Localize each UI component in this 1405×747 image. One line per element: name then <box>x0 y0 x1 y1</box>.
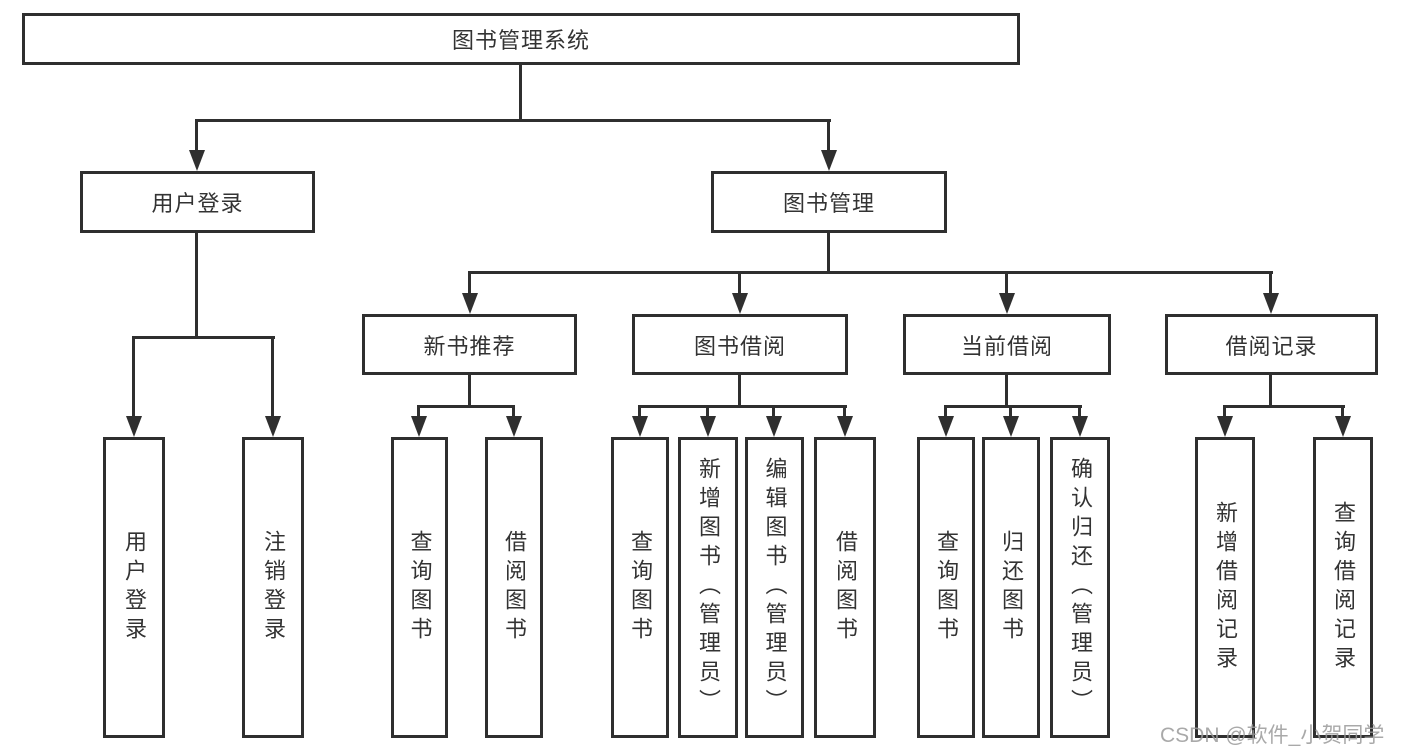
leaf-borrow-query-books-label: 查询图书 <box>628 529 653 646</box>
connector-borrow-record-stem <box>1269 374 1272 408</box>
node-new-book-recommend: 新书推荐 <box>362 314 577 375</box>
arrow-to-br-query <box>1335 416 1351 437</box>
arrow-to-book-management <box>821 150 837 171</box>
node-book-management-label: 图书管理 <box>782 191 875 216</box>
node-current-borrow: 当前借阅 <box>903 314 1111 375</box>
connector-book-management-stem <box>827 232 830 274</box>
node-user-login-label: 用户登录 <box>151 191 244 216</box>
leaf-newbook-borrow-books-label: 借阅图书 <box>502 529 527 646</box>
csdn-watermark: CSDN @软件_小贺同学 <box>1160 724 1385 747</box>
arrow-to-cb-confirm <box>1072 416 1088 437</box>
arrow-to-bb-query <box>632 416 648 437</box>
connector-root-stem <box>519 64 522 120</box>
leaf-current-confirm-return-admin: 确认归还（管理员） <box>1050 437 1110 738</box>
leaf-record-add-borrow-record: 新增借阅记录 <box>1195 437 1255 738</box>
connector-user-login-bar <box>132 336 275 339</box>
leaf-current-query-books-label: 查询图书 <box>934 529 959 646</box>
leaf-newbook-query-books-label: 查询图书 <box>407 529 433 646</box>
leaf-current-confirm-return-admin-label: 确认归还（管理员） <box>1068 457 1093 718</box>
node-book-borrow: 图书借阅 <box>632 314 848 375</box>
node-borrow-record: 借阅记录 <box>1165 314 1378 375</box>
connector-drop-br-add <box>1223 405 1226 420</box>
arrow-to-user-login <box>189 150 205 171</box>
leaf-logout-label: 注销登录 <box>261 529 286 646</box>
connector-borrow-record-bar <box>1223 405 1345 408</box>
arrow-to-leaf-logout <box>265 416 281 437</box>
leaf-record-query-borrow-record: 查询借阅记录 <box>1313 437 1373 738</box>
connector-drop-cb-return <box>1009 405 1012 420</box>
connector-book-borrow-stem <box>738 374 741 408</box>
connector-drop-current-borrow <box>1005 271 1008 296</box>
leaf-borrow-add-books-admin: 新增图书（管理员） <box>678 437 738 738</box>
connector-current-borrow-stem <box>1005 374 1008 408</box>
leaf-borrow-borrow-books-label: 借阅图书 <box>833 529 858 646</box>
connector-drop-cb-confirm <box>1078 405 1081 420</box>
connector-drop-new-book-recommend <box>468 271 471 296</box>
connector-new-book-bar <box>417 405 515 408</box>
connector-book-borrow-bar <box>638 405 847 408</box>
connector-user-login-stem <box>195 232 198 339</box>
leaf-borrow-borrow-books: 借阅图书 <box>814 437 876 738</box>
arrow-to-borrow-record <box>1263 293 1279 314</box>
connector-new-book-stem <box>468 374 471 408</box>
leaf-newbook-borrow-books: 借阅图书 <box>485 437 543 738</box>
node-root-label: 图书管理系统 <box>451 28 590 53</box>
arrow-to-book-borrow <box>732 293 748 314</box>
node-book-borrow-label: 图书借阅 <box>693 333 786 359</box>
connector-drop-br-query <box>1341 405 1344 420</box>
leaf-current-return-books-label: 归还图书 <box>999 529 1024 646</box>
arrow-to-cb-return <box>1003 416 1019 437</box>
node-current-borrow-label: 当前借阅 <box>960 333 1053 359</box>
leaf-logout: 注销登录 <box>242 437 304 738</box>
connector-drop-cb-query <box>944 405 947 420</box>
arrow-to-new-book-recommend <box>462 293 478 314</box>
connector-drop-bb-add <box>706 405 709 420</box>
connector-current-borrow-bar <box>944 405 1082 408</box>
connector-drop-book-borrow <box>738 271 741 296</box>
connector-drop-user-login <box>195 119 198 153</box>
arrow-to-nb-query <box>411 416 427 437</box>
connector-drop-bb-query <box>638 405 641 420</box>
arrow-to-nb-borrow <box>506 416 522 437</box>
connector-drop-borrow-record <box>1269 271 1272 296</box>
connector-drop-leaf-user-login <box>132 336 135 420</box>
leaf-current-return-books: 归还图书 <box>982 437 1040 738</box>
leaf-user-login: 用户登录 <box>103 437 165 738</box>
connector-root-bar <box>195 119 831 122</box>
leaf-borrow-query-books: 查询图书 <box>611 437 669 738</box>
arrow-to-bb-add <box>700 416 716 437</box>
connector-drop-bb-edit <box>772 405 775 420</box>
leaf-newbook-query-books: 查询图书 <box>391 437 448 738</box>
node-root: 图书管理系统 <box>22 13 1020 65</box>
leaf-borrow-edit-books-admin: 编辑图书（管理员） <box>745 437 804 738</box>
leaf-borrow-edit-books-admin-label: 编辑图书（管理员） <box>762 457 788 718</box>
connector-drop-nb-query <box>417 405 420 420</box>
leaf-user-login-label: 用户登录 <box>122 529 147 646</box>
node-user-login: 用户登录 <box>80 171 315 233</box>
arrow-to-leaf-user-login <box>126 416 142 437</box>
arrow-to-cb-query <box>938 416 954 437</box>
connector-drop-nb-borrow <box>512 405 515 420</box>
connector-drop-book-management <box>827 119 830 153</box>
connector-drop-leaf-logout <box>271 336 274 420</box>
node-new-book-recommend-label: 新书推荐 <box>423 333 516 359</box>
arrow-to-bb-edit <box>766 416 782 437</box>
connector-drop-bb-borrow <box>843 405 846 420</box>
arrow-to-br-add <box>1217 416 1233 437</box>
leaf-record-query-borrow-record-label: 查询借阅记录 <box>1331 500 1356 675</box>
leaf-record-add-borrow-record-label: 新增借阅记录 <box>1213 500 1238 675</box>
connector-book-management-bar <box>468 271 1273 274</box>
node-borrow-record-label: 借阅记录 <box>1225 333 1318 359</box>
node-book-management: 图书管理 <box>711 171 947 233</box>
leaf-current-query-books: 查询图书 <box>917 437 975 738</box>
arrow-to-bb-borrow <box>837 416 853 437</box>
arrow-to-current-borrow <box>999 293 1015 314</box>
leaf-borrow-add-books-admin-label: 新增图书（管理员） <box>696 457 721 718</box>
